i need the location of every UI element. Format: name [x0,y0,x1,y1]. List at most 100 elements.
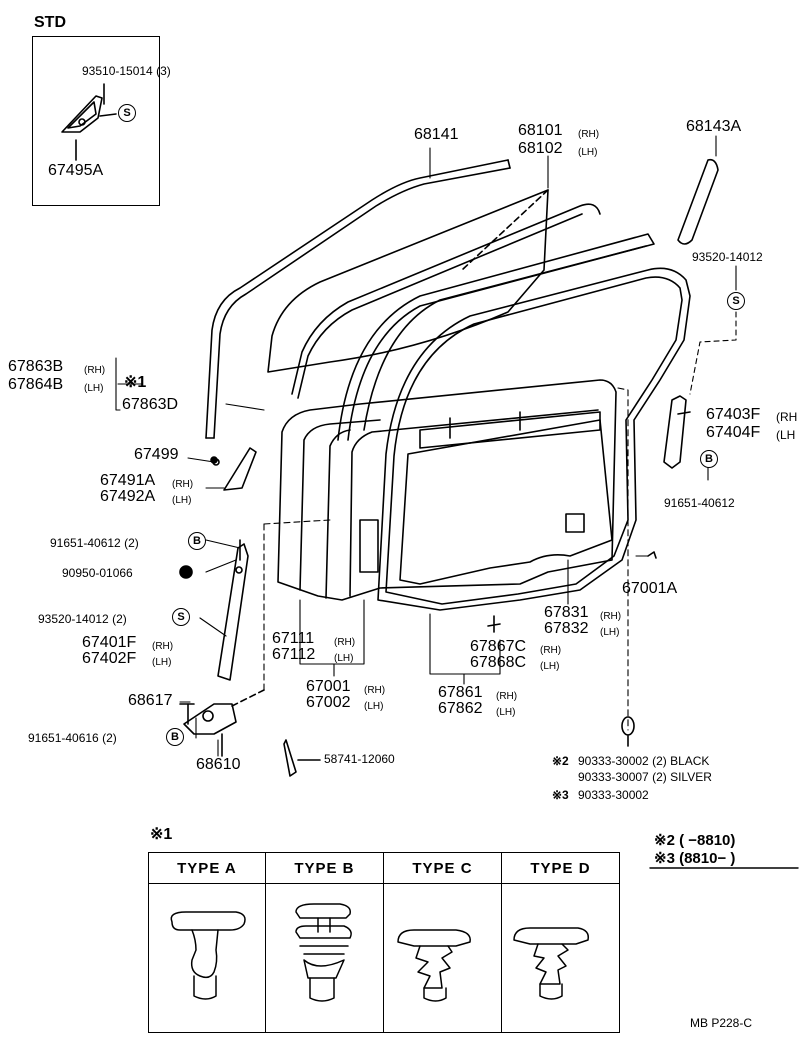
label-67112: 67112 [272,646,316,663]
label-67862: 67862 [438,700,483,717]
label-67863B: 67863B [8,358,64,375]
std-box [32,36,160,206]
label-67867C-side: (RH) [540,645,562,656]
label-67864B: 67864B [8,376,64,393]
front-lower-sash [217,539,249,681]
footer-code: MB P228-C [690,1016,753,1030]
label-67403F: 67403F [706,406,761,423]
types-table-ref: ※1 [150,826,173,843]
label-67868C: 67868C [470,654,527,671]
label-67867C: 67867C [470,638,527,655]
label-68610: 68610 [196,756,241,773]
label-67832-side: (LH) [600,627,620,638]
std-s-badge: S [118,104,136,122]
note2-text: ( −8810) [679,832,736,849]
label-91651-left: 91651-40612 (2) [50,536,139,550]
mirror-cover [212,447,257,491]
label-67111-side: (RH) [334,637,356,648]
label-67402F-side: (LH) [152,657,172,668]
label-68617: 68617 [128,692,173,709]
std-title: STD [34,14,66,31]
label-68143A: 68143A [686,118,742,135]
type-a-cell [148,883,266,1033]
label-67492A-side: (LH) [172,495,192,506]
label-68102: 68102 [518,140,563,157]
label-67402F: 67402F [82,650,137,667]
b-badge-right: B [700,450,718,468]
label-90333-silver: 90333-30007 (2) SILVER [578,770,712,784]
label-67492A: 67492A [100,488,156,505]
label-67112-side: (LH) [334,653,354,664]
label-67863D: 67863D [122,396,179,413]
b-badge-left-1: B [188,532,206,550]
label-67862-side: (LH) [496,707,516,718]
label-91651-40616: 91651-40616 (2) [28,731,117,745]
label-91651-right: 91651-40612 [664,496,735,510]
type-c-header: TYPE C [382,852,502,884]
label-67832: 67832 [544,620,589,637]
door-check [183,689,265,757]
label-67002-side: (LH) [364,701,384,712]
type-b-header: TYPE B [264,852,384,884]
type-b-cell [264,883,384,1033]
note3-text: (8810− ) [679,850,736,867]
label-68101: 68101 [518,122,563,139]
label-68141: 68141 [414,126,459,143]
date-notes: ※2 ( −8810) ※3 (8810− ) [654,832,735,868]
label-67404F: 67404F [706,424,761,441]
label-ref3-mark: ※3 [552,788,569,802]
label-90333-black: 90333-30002 (2) BLACK [578,754,710,768]
label-67863B-side: (RH) [84,365,106,376]
note3-mark: ※3 [654,850,675,867]
label-67001-side: (RH) [364,685,386,696]
label-68101-side: (RH) [578,129,600,140]
glass-run-rear-strip [677,158,719,245]
label-67831: 67831 [544,604,589,621]
std-trim-piece [61,83,117,161]
label-67401F-side: (RH) [152,641,174,652]
label-67404F-side: (LH [776,428,796,442]
rear-lower-sash [663,395,691,469]
label-67491A-side: (RH) [172,479,194,490]
s-badge-right: S [727,292,745,310]
label-67001A: 67001A [622,580,678,597]
fastener-icons [179,456,218,579]
type-c-cell [382,883,502,1033]
std-part-label: 67495A [48,162,104,179]
label-93520-left: 93520-14012 (2) [38,612,127,626]
label-67002: 67002 [306,694,351,711]
label-67001: 67001 [306,678,351,695]
label-67401F: 67401F [82,634,137,651]
label-67868C-side: (LH) [540,661,560,672]
label-68102-side: (LH) [578,147,598,158]
type-d-header: TYPE D [500,852,621,884]
label-90950: 90950-01066 [62,566,133,580]
label-90333-3: 90333-30002 [578,788,649,802]
type-a-header: TYPE A [148,852,266,884]
door-weatherstrip [377,267,691,611]
note2-mark: ※2 [654,832,675,849]
label-ref2-mark: ※2 [552,754,569,768]
s-badge-left: S [172,608,190,626]
label-93520-top: 93520-14012 [692,250,763,264]
label-58741: 58741-12060 [324,752,395,766]
label-67861: 67861 [438,684,483,701]
label-ref1: ※1 [124,374,147,391]
std-bolt-label: 93510-15014 (3) [82,64,171,78]
label-67491A: 67491A [100,472,156,489]
label-67864B-side: (LH) [84,383,104,394]
clips [487,551,657,633]
label-67111: 67111 [272,630,315,647]
hole-plug [621,716,635,747]
b-badge-left-2: B [166,728,184,746]
window-glass [267,189,549,373]
leader-lines [115,135,737,757]
label-67403F-side: (RH [776,410,798,424]
door-frame-channels [291,203,655,441]
label-67499: 67499 [134,446,179,463]
glass-run-outer [205,159,511,439]
service-hole-cover [399,419,613,585]
fastener-types-table: TYPE A TYPE B TYPE C TYPE D [148,852,621,1033]
label-67831-side: (RH) [600,611,622,622]
type-d-cell [500,883,621,1033]
